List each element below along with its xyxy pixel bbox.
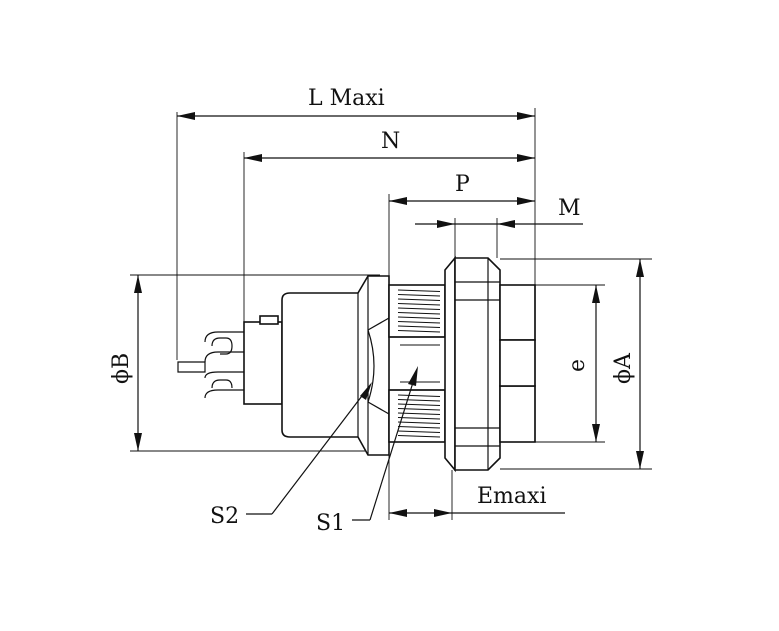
flange [444,255,456,473]
thread-lower-left [388,389,446,443]
label-e-maxi: Emaxi [477,484,546,509]
panel-nut [454,257,501,471]
dimension-e-maxi [389,509,565,517]
label-phi-a: ϕA [611,352,636,384]
thread-upper-left [388,284,446,338]
dimension-e [592,285,600,442]
label-n: N [381,129,400,154]
dimension-p [389,197,535,205]
label-p: P [455,172,470,197]
thread-lower-right [499,385,536,443]
connector-body [177,255,536,473]
label-l-maxi: L Maxi [308,86,385,111]
dimension-m [415,220,583,228]
leader-s1 [352,366,418,521]
front-core [499,339,536,387]
dimension-phi-b [134,275,142,451]
dimension-phi-a [636,259,644,469]
label-phi-b: ϕB [109,353,134,384]
thread-upper-right [499,284,536,341]
main-housing [281,275,390,456]
dimension-l-maxi [177,112,535,120]
extension-lines [130,108,652,520]
dimension-n [244,154,535,162]
solder-contacts [177,331,244,399]
label-s1: S1 [316,511,345,536]
insulator-block [243,321,283,405]
insulator-key [259,315,279,325]
label-s2: S2 [210,504,239,529]
label-e: e [565,359,590,372]
label-m: M [558,196,581,221]
leader-s2 [246,382,372,515]
